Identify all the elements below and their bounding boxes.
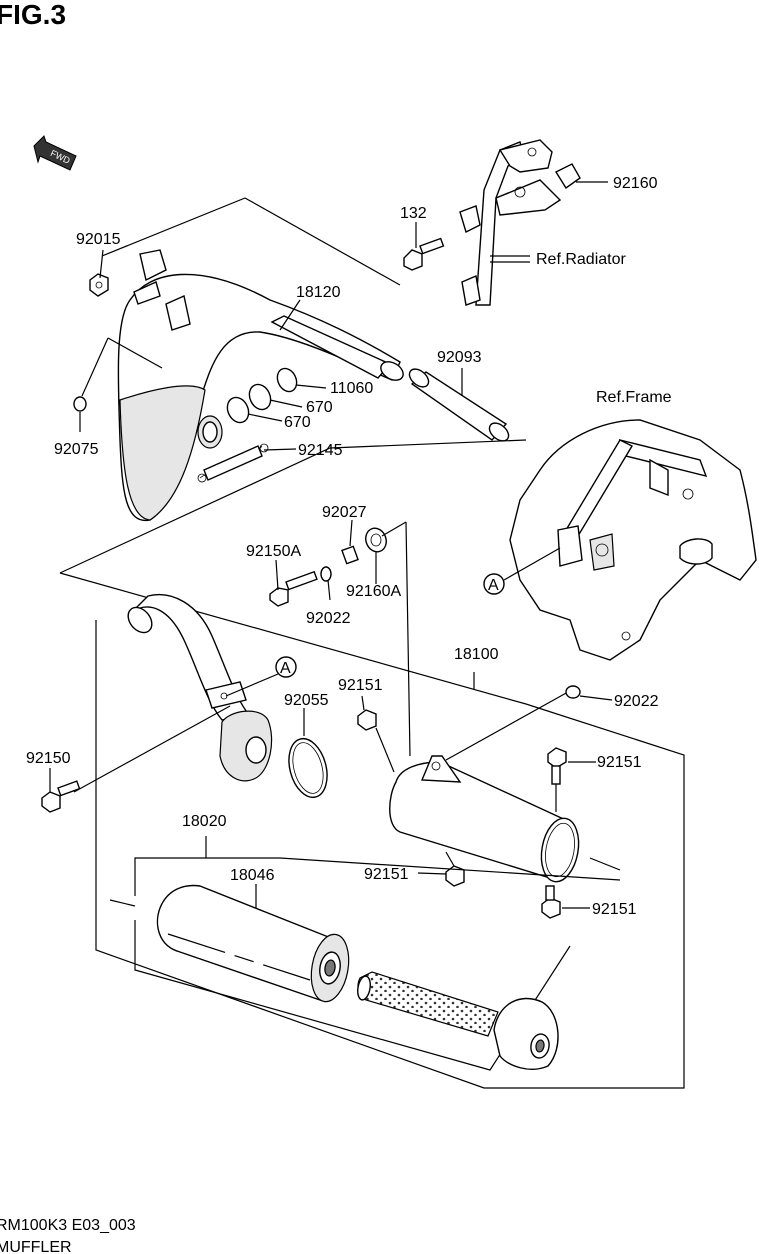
label-92022-a: 92022 — [306, 610, 351, 627]
label-18100: 18100 — [454, 646, 499, 663]
fwd-arrow-icon: FWD — [33, 135, 77, 171]
spring-92145 — [197, 443, 269, 483]
reference-a-frame: A — [483, 547, 561, 595]
label-92150A: 92150A — [246, 543, 301, 560]
bolt-132 — [403, 237, 445, 271]
nut-92015 — [89, 273, 109, 297]
silencer-shell-18046 — [156, 884, 350, 1003]
label-92151-d: 92151 — [592, 901, 637, 918]
label-670-a: 670 — [306, 399, 333, 416]
bolt-92150 — [41, 705, 231, 813]
label-11060: 11060 — [330, 380, 373, 397]
label-132: 132 — [400, 205, 427, 222]
washer-92022-right — [565, 685, 613, 701]
ref-a-frame-label: A — [488, 577, 499, 594]
end-cap — [493, 997, 559, 1070]
stud-92075 — [73, 337, 163, 412]
label-92075: 92075 — [54, 441, 99, 458]
footer-name: MUFFLER — [0, 1239, 72, 1254]
label-ref-radiator: Ref.Radiator — [536, 251, 626, 268]
label-18046: 18046 — [230, 867, 275, 884]
pipe-92093 — [408, 368, 510, 442]
mount-hardware — [269, 519, 387, 607]
leader-lines-upper — [79, 181, 608, 451]
label-ref-frame: Ref.Frame — [596, 389, 672, 406]
radiator-bracket — [459, 139, 581, 306]
exhaust-pipe-bend — [127, 594, 273, 782]
nut-92151-lower — [417, 851, 465, 887]
bolt-92151-right-bottom — [541, 885, 590, 919]
label-92160A: 92160A — [346, 583, 401, 600]
expansion-chamber-18120 — [117, 249, 404, 522]
label-92022-b: 92022 — [614, 693, 659, 710]
bolt-92151-right-top — [547, 747, 596, 812]
gasket-92055 — [288, 708, 328, 799]
label-18120: 18120 — [296, 284, 341, 301]
label-92027: 92027 — [322, 504, 367, 521]
label-670-b: 670 — [284, 414, 311, 431]
figure-title: FIG.3 — [0, 0, 66, 30]
label-92160: 92160 — [613, 175, 658, 192]
ref-a-pipe-label: A — [280, 660, 291, 677]
upper-outline — [101, 197, 401, 286]
label-92145: 92145 — [298, 442, 343, 459]
footer-code: RM100K3 E03_003 — [0, 1217, 136, 1234]
gaskets — [226, 367, 298, 424]
label-92055: 92055 — [284, 692, 329, 709]
reference-a-pipe: A — [225, 656, 297, 697]
label-92015: 92015 — [76, 231, 121, 248]
label-18020: 18020 — [182, 813, 227, 830]
label-92151-a: 92151 — [338, 677, 383, 694]
label-92093: 92093 — [437, 349, 482, 366]
label-92150: 92150 — [26, 750, 71, 767]
lower-outline — [59, 521, 685, 1089]
perforated-inner-tube — [357, 971, 499, 1037]
label-92151-c: 92151 — [364, 866, 409, 883]
frame-section — [509, 419, 757, 661]
nut-92151-upper — [357, 695, 395, 773]
silencer-18100 — [389, 672, 621, 883]
label-92151-b: 92151 — [597, 754, 642, 771]
